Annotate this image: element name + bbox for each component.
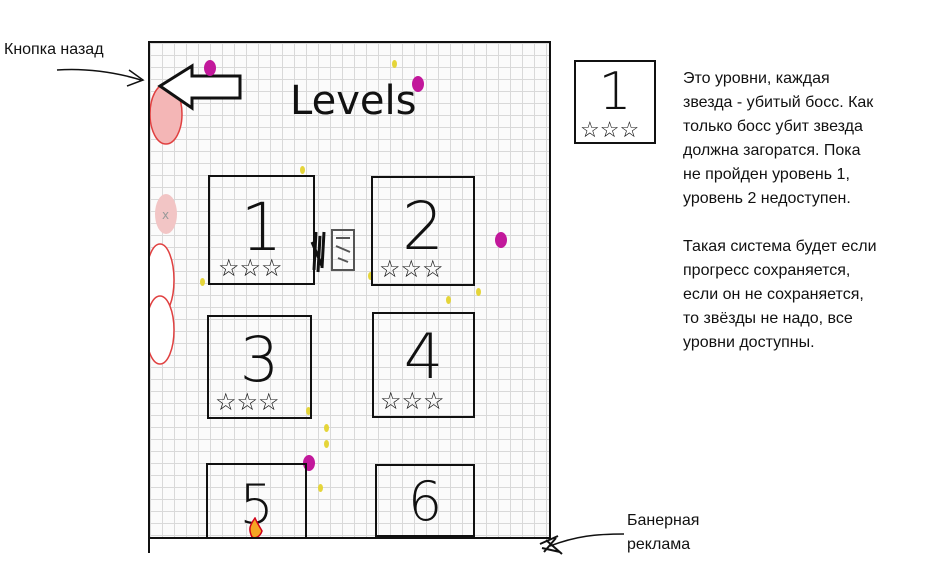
description-text: Это уровни, каждая звезда - убитый босс.… [683, 70, 877, 351]
game-screen [148, 41, 551, 553]
decor-dot [306, 407, 311, 415]
back-arrow-button[interactable] [156, 62, 244, 112]
decor-dot [412, 76, 424, 92]
legend-level-example: 1 ☆☆☆ [574, 60, 656, 144]
level-5-button[interactable]: 5 [206, 463, 307, 539]
level-number: 1 [240, 189, 283, 266]
decor-dot [495, 232, 507, 248]
level-3-button[interactable]: 3 ☆☆☆ [207, 315, 312, 419]
level-stars: ☆☆☆ [215, 389, 280, 416]
decor-scribble [310, 229, 355, 273]
level-number: 3 [239, 323, 280, 396]
decor-dot [324, 440, 329, 448]
back-button-annotation: Кнопка назад [4, 41, 104, 58]
flame-icon [249, 517, 263, 539]
level-stars: ☆☆☆ [379, 256, 444, 283]
decor-dot [200, 278, 205, 286]
banner-annotation-arrow [539, 533, 625, 555]
decor-dot [204, 60, 216, 76]
level-number: 6 [407, 470, 443, 533]
level-4-button[interactable]: 4 ☆☆☆ [372, 312, 475, 418]
level-stars: ☆☆☆ [380, 388, 445, 415]
banner-annotation: Банерная реклама [627, 512, 700, 553]
decor-dot [446, 296, 451, 304]
level-stars: ☆☆☆ [218, 255, 283, 282]
decor-dot [300, 166, 305, 174]
decor-dot [476, 288, 481, 296]
banner-ad[interactable] [150, 537, 551, 553]
level-number: 2 [402, 188, 444, 265]
level-2-button[interactable]: 2 ☆☆☆ [371, 176, 475, 286]
legend-number: 1 [598, 62, 632, 122]
decor-dot [318, 484, 323, 492]
decor-dot [368, 272, 373, 280]
decorative-bubbles: x [150, 83, 183, 365]
decor-dot [324, 424, 329, 432]
decor-dot [392, 60, 397, 68]
level-1-button[interactable]: 1 ☆☆☆ [208, 175, 315, 285]
level-6-button[interactable]: 6 [375, 464, 475, 537]
legend-stars: ☆☆☆ [580, 117, 640, 142]
svg-text:x: x [162, 208, 169, 222]
level-number: 4 [403, 320, 444, 393]
annotation-arrow [56, 68, 145, 87]
page-title: Levels [290, 78, 417, 124]
